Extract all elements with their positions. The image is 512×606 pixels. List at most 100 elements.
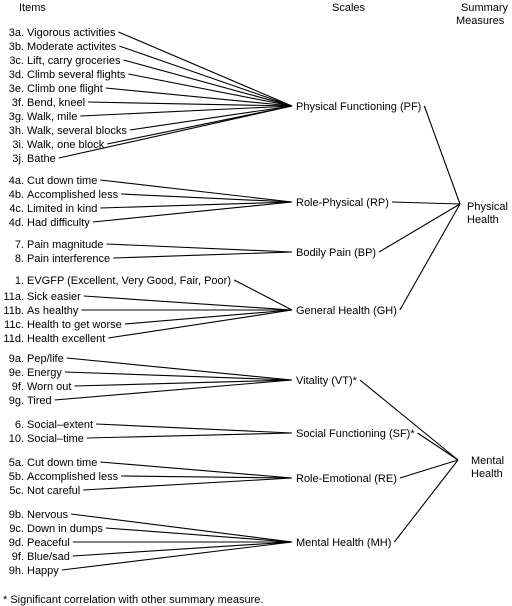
scale-connector: [391, 201, 461, 205]
item-label: Lift, carry groceries: [27, 55, 121, 67]
item-connector: [100, 179, 293, 203]
scale-connector: [423, 105, 461, 205]
item-connector: [58, 105, 293, 159]
scale-label: Physical Functioning (PF): [296, 101, 421, 113]
item-label: Health excellent: [27, 333, 105, 345]
item-number: 9g.: [9, 395, 24, 407]
item-number: 9e.: [9, 367, 24, 379]
item-number: 3g.: [9, 111, 24, 123]
item-label: Had difficulty: [27, 217, 90, 229]
item-label: Climb one flight: [27, 83, 103, 95]
item-connector: [105, 527, 293, 543]
item-connector: [123, 59, 293, 107]
item-label: Blue/sad: [27, 551, 70, 563]
scales-column: Physical Functioning (PF) Role-Physical (…: [296, 101, 421, 549]
summary-header-line1: Summary: [461, 2, 509, 14]
item-number: 11c.: [4, 319, 24, 331]
item-connector: [66, 357, 293, 381]
scale-label: Mental Health (MH): [296, 537, 391, 549]
summary-header-line2: Measures: [456, 15, 505, 27]
item-connector: [233, 279, 293, 311]
scale-label: Bodily Pain (BP): [296, 247, 376, 259]
item-number: 11a.: [3, 291, 24, 303]
scale-connector: [399, 459, 459, 479]
scale-label: Role-Physical (RP): [296, 197, 389, 209]
item-label: Worn out: [27, 381, 71, 393]
scale-label: Social Functioning (SF)*: [296, 428, 415, 440]
item-label: Energy: [27, 367, 62, 379]
item-connector: [128, 73, 293, 107]
item-number: 7.: [15, 239, 24, 251]
item-connector: [88, 101, 293, 107]
item-label: Vigorous activities: [27, 27, 116, 39]
item-connector: [74, 379, 293, 387]
item-number: 9c.: [9, 523, 24, 535]
item-connector: [113, 251, 293, 259]
item-label: Nervous: [27, 509, 68, 521]
item-label: Peaceful: [27, 537, 70, 549]
item-number: 9a.: [9, 353, 24, 365]
item-label: As healthy: [27, 305, 79, 317]
item-number: 8.: [15, 253, 24, 265]
item-connector: [80, 105, 293, 117]
item-number: 9h.: [9, 565, 24, 577]
item-label: Moderate activites: [27, 41, 117, 53]
item-label: Accomplished less: [27, 471, 119, 483]
item-label: Pain magnitude: [27, 239, 103, 251]
item-number: 3i.: [12, 139, 24, 151]
item-label: Down in dumps: [27, 523, 103, 535]
item-connector: [118, 31, 293, 107]
item-connector: [124, 309, 293, 325]
item-label: Not careful: [27, 485, 80, 497]
summary-label: Health: [467, 214, 499, 226]
item-connector: [105, 87, 293, 107]
item-connector: [121, 193, 293, 203]
item-connector: [83, 477, 293, 491]
scale-connector: [399, 203, 461, 311]
connector-lines: [54, 31, 461, 571]
item-number: 1.: [15, 275, 24, 287]
scale-connector: [393, 459, 459, 543]
scale-label: Vitality (VT)*: [296, 375, 358, 387]
item-label: Accomplished less: [27, 189, 119, 201]
item-number: 4b.: [9, 189, 24, 201]
item-connector: [92, 201, 293, 223]
item-number: 5a.: [9, 457, 24, 469]
item-label: Walk, mile: [27, 111, 77, 123]
footnote: * Significant correlation with other sum…: [3, 594, 263, 606]
summary-label: Health: [471, 468, 503, 480]
item-number: 3h.: [9, 125, 24, 137]
item-connector: [54, 379, 293, 401]
item-label: Health to get worse: [27, 319, 122, 331]
scale-label: General Health (GH): [296, 305, 397, 317]
item-connector: [96, 423, 293, 434]
scale-connector: [359, 379, 459, 461]
item-number: 3j.: [12, 153, 24, 165]
item-number: 9f.: [12, 551, 24, 563]
item-number: 3e.: [9, 83, 24, 95]
item-label: Happy: [27, 565, 59, 577]
summary-label: Mental: [471, 455, 504, 467]
item-number: 4c.: [9, 203, 24, 215]
scale-label: Role-Emotional (RE): [296, 473, 397, 485]
item-connector: [61, 541, 293, 571]
item-number: 5c.: [9, 485, 24, 497]
item-number: 3a.: [9, 27, 24, 39]
item-label: Cut down time: [27, 175, 97, 187]
item-label: Sick easier: [27, 291, 81, 303]
item-number: 9d.: [9, 537, 24, 549]
item-number: 11d.: [3, 333, 24, 345]
scales-header: Scales: [332, 2, 366, 14]
item-number: 9f.: [12, 381, 24, 393]
item-label: Climb several flights: [27, 69, 126, 81]
item-number: 3b.: [9, 41, 24, 53]
item-connector: [64, 371, 293, 381]
item-connector: [100, 461, 293, 479]
item-label: Cut down time: [27, 457, 97, 469]
item-connector: [72, 541, 293, 557]
item-connector: [83, 295, 293, 311]
